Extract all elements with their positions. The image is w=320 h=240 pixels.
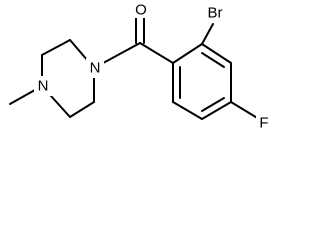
bond-ar1-ar2: [172, 43, 203, 64]
bond-aromatic-inner-1: [201, 52, 225, 68]
methyl-nitrogen-label: N: [38, 78, 49, 95]
bond-c5-c6: [69, 101, 95, 118]
bond-ar4-fluorine: [230, 101, 260, 120]
bond-ar2-ar3: [201, 43, 232, 64]
bromine-label: Br: [208, 5, 223, 22]
bond-carbonyl-aryl: [139, 42, 174, 64]
oxygen-label-bg: [133, 0, 149, 18]
bond-ar2-bromine: [201, 23, 214, 45]
bond-ar4-ar5: [201, 101, 232, 120]
structure-canvas: O Br F N N: [9, 0, 272, 132]
fluorine-label: F: [259, 115, 268, 132]
oxygen-label: O: [135, 2, 147, 19]
bromine-label-bg: [201, 3, 229, 23]
fluorine-label-bg: [256, 114, 272, 132]
bond-c2-c3: [41, 39, 71, 56]
bond-aromatic-inner-2: [201, 97, 225, 112]
amide-nitrogen-label: N: [90, 60, 101, 77]
bond-ar5-ar6: [172, 101, 203, 120]
amide-nitrogen-label-bg: [86, 58, 104, 78]
molecule-structure: O Br F N N: [9, 0, 272, 132]
methyl-nitrogen-label-bg: [34, 76, 52, 96]
